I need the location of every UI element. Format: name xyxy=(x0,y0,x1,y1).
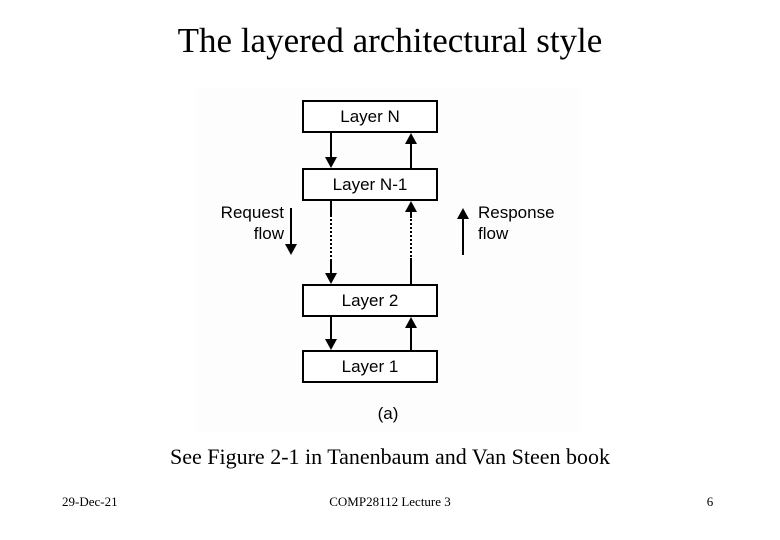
layer-box-label: Layer 2 xyxy=(341,290,399,310)
footer-date: 29-Dec-21 xyxy=(62,494,118,509)
request-flow-line2: flow xyxy=(253,224,284,244)
arrowhead-up-icon xyxy=(405,201,417,212)
response-flow-line2: flow xyxy=(478,224,509,244)
layer-box-layer-n-minus-1: Layer N-1 xyxy=(302,168,438,201)
layer-box-layer-1: Layer 1 xyxy=(302,350,438,383)
connector-line-solid-top xyxy=(410,212,412,216)
connector-line-dotted xyxy=(330,215,332,261)
layer-box-label: Layer N-1 xyxy=(332,174,408,194)
layer-box-label: Layer N xyxy=(340,106,400,126)
connector-line-solid-bottom xyxy=(410,260,412,284)
arrowhead-up-icon xyxy=(405,317,417,328)
connector-line xyxy=(410,144,412,168)
connector-line-solid-top xyxy=(330,201,332,215)
layer-box-layer-n: Layer N xyxy=(302,100,438,133)
request-flow-line1: Request xyxy=(220,203,284,222)
footer-page-number: 6 xyxy=(706,494,714,509)
connector-line xyxy=(330,317,332,339)
connector-line xyxy=(330,133,332,157)
arrowhead-down-icon xyxy=(325,339,337,350)
page-title: The layered architectural style xyxy=(177,21,603,60)
arrowhead-down-icon xyxy=(325,157,337,168)
figure-image-region: Layer N Layer N-1 Layer 2 Layer 1 xyxy=(196,88,580,432)
connector-line-dotted xyxy=(410,216,412,260)
connector-line-solid-bottom xyxy=(330,261,332,273)
figure-caption: (a) xyxy=(377,404,399,423)
response-flow-line1: Response xyxy=(478,203,555,222)
reference-line: See Figure 2-1 in Tanenbaum and Van Stee… xyxy=(169,444,610,469)
arrowhead-up-icon xyxy=(405,133,417,144)
request-flow-label: Request flow xyxy=(188,202,284,245)
arrowhead-down-icon xyxy=(325,273,337,284)
layer-box-layer-2: Layer 2 xyxy=(302,284,438,317)
response-flow-label: Response flow xyxy=(478,202,588,245)
connector-line xyxy=(410,328,412,350)
layer-box-label: Layer 1 xyxy=(341,356,399,376)
footer-course-title: COMP28112 Lecture 3 xyxy=(329,494,451,509)
